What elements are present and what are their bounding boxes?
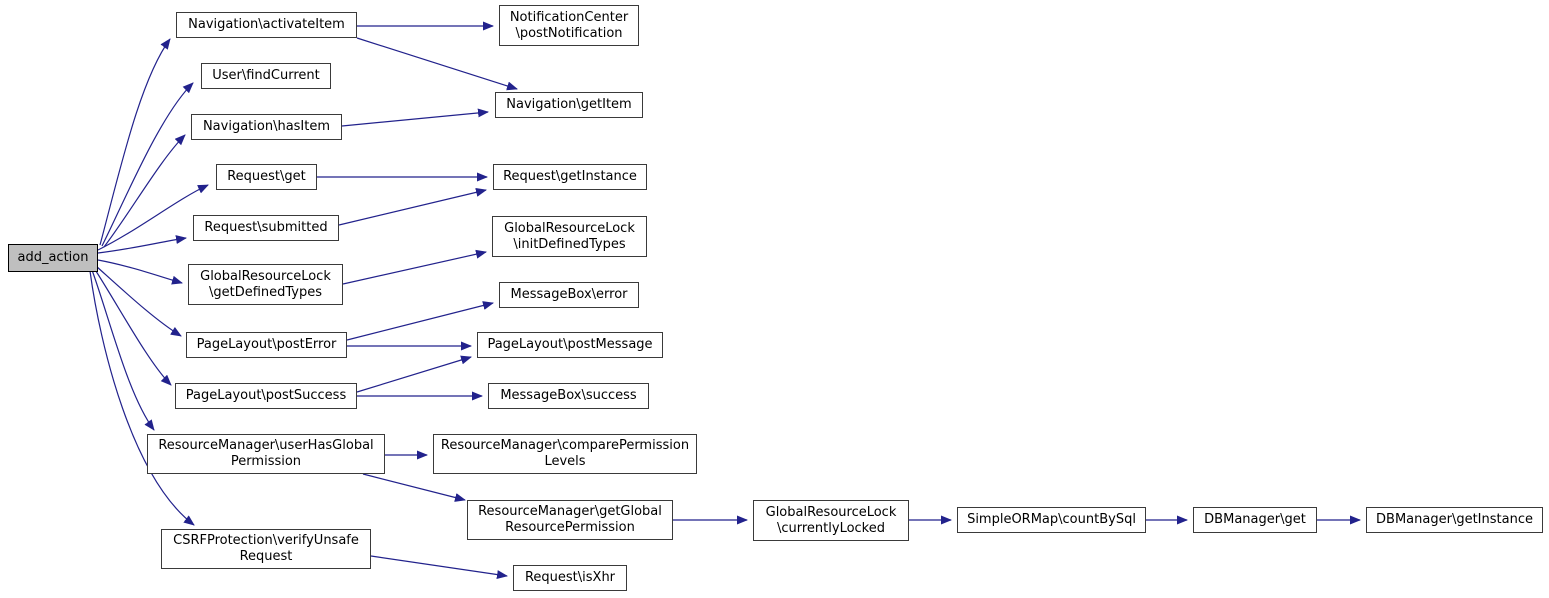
node-navigation-activateitem[interactable]: Navigation\activateItem	[176, 12, 357, 38]
node-rm-getglobalresourcepermission[interactable]: ResourceManager\getGlobal ResourcePermis…	[467, 500, 673, 540]
node-navigation-hasitem[interactable]: Navigation\hasItem	[191, 114, 342, 140]
edge-add_action-request_submitted	[97, 235, 187, 254]
node-pagelayout-postsuccess[interactable]: PageLayout\postSuccess	[175, 383, 357, 409]
node-user-findcurrent[interactable]: User\findCurrent	[201, 63, 331, 89]
node-dbmanager-getinstance[interactable]: DBManager\getInstance	[1366, 507, 1543, 533]
node-dbmanager-get[interactable]: DBManager\get	[1193, 507, 1317, 533]
edge-grl_getDefinedTypes-grl_initDefinedTypes	[342, 249, 487, 285]
node-simpleormap-countbysql[interactable]: SimpleORMap\countBySql	[957, 507, 1146, 533]
node-grl-currentlylocked[interactable]: GlobalResourceLock \currentlyLocked	[753, 500, 909, 541]
node-grl-initdefinedtypes[interactable]: GlobalResourceLock \initDefinedTypes	[492, 216, 647, 257]
node-request-isxhr[interactable]: Request\isXhr	[513, 565, 627, 591]
edge-add_action-pagelayout_postSuccess	[93, 267, 172, 386]
edge-add_action-grl_getDefinedTypes	[97, 259, 183, 285]
edge-pagelayout_postError-messagebox_error	[346, 301, 494, 341]
node-request-submitted[interactable]: Request\submitted	[193, 215, 339, 241]
edge-rm_userHasGlobalPermission-rm_getGlobalResourcePermission	[362, 473, 466, 502]
edge-csrf_verifyUnsafeRequest-request_isXhr	[370, 555, 508, 579]
edge-add_action-csrf_verifyUnsafeRequest	[89, 270, 195, 526]
edge-add_action-request_get	[97, 184, 209, 251]
node-navigation-getitem[interactable]: Navigation\getItem	[495, 92, 643, 118]
edge-add_action-user_findCurrent	[101, 82, 194, 247]
node-rm-userhasglobalpermission[interactable]: ResourceManager\userHasGlobal Permission	[147, 434, 385, 474]
node-pagelayout-postmessage[interactable]: PageLayout\postMessage	[477, 332, 663, 358]
edge-add_action-navigation_hasItem	[103, 134, 186, 248]
node-nc-postnotification[interactable]: NotificationCenter \postNotification	[499, 5, 639, 46]
edge-navigation_hasItem-navigation_getItem	[341, 108, 489, 127]
edge-add_action-pagelayout_postError	[95, 265, 182, 337]
edge-request_submitted-request_getInstance	[338, 187, 487, 226]
edge-pagelayout_postSuccess-pagelayout_postMessage	[356, 355, 472, 393]
edge-add_action-rm_userHasGlobalPermission	[91, 269, 155, 431]
node-rm-comparepermissionlevels[interactable]: ResourceManager\comparePermission Levels	[433, 434, 697, 474]
node-request-getinstance[interactable]: Request\getInstance	[493, 164, 647, 190]
node-grl-getdefinedtypes[interactable]: GlobalResourceLock \getDefinedTypes	[188, 264, 343, 305]
node-messagebox-success[interactable]: MessageBox\success	[488, 383, 649, 409]
node-pagelayout-posterror[interactable]: PageLayout\postError	[186, 332, 347, 358]
edge-navigation_activateItem-navigation_getItem	[356, 37, 518, 91]
node-add-action: add_action	[8, 244, 98, 272]
edge-add_action-navigation_activateItem	[99, 38, 171, 246]
node-csrf-verifyunsaferequest[interactable]: CSRFProtection\verifyUnsafe Request	[161, 529, 371, 569]
node-messagebox-error[interactable]: MessageBox\error	[499, 282, 639, 308]
node-request-get[interactable]: Request\get	[216, 164, 317, 190]
